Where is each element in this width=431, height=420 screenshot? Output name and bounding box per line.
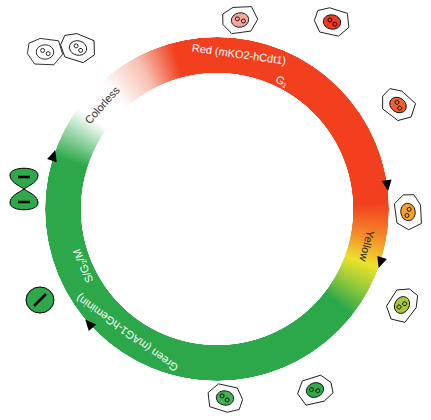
- cycle-arrows: [47, 150, 392, 331]
- cells: [10, 4, 424, 415]
- cycle-ring: [45, 37, 389, 381]
